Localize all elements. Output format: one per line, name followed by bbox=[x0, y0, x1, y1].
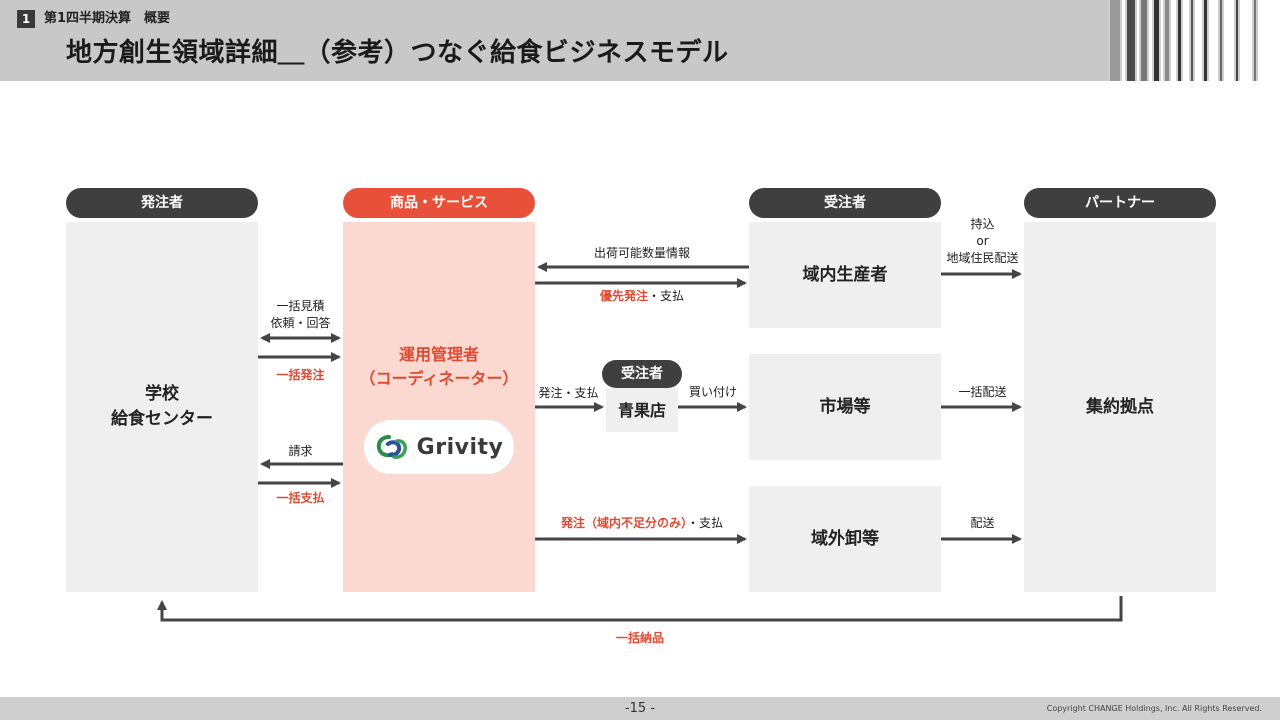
outside-wholesaler-label: 域外卸等 bbox=[811, 528, 879, 549]
product-service-pill: 商品・サービス bbox=[343, 188, 535, 218]
local-producer-box: 域内生産者 bbox=[749, 222, 941, 328]
greengrocer-box: 青果店 bbox=[606, 388, 678, 432]
page-number: -15 - bbox=[624, 701, 656, 716]
grivity-mark-icon bbox=[376, 435, 407, 459]
operations-manager-label: 運用管理者 bbox=[398, 345, 479, 364]
order-payment-label: 発注・支払 bbox=[538, 386, 599, 400]
bring-in-line2: or bbox=[976, 234, 989, 248]
slide-header: 1 第1四半期決算 概要 地方創生領域詳細＿（参考）つなぐ給食ビジネスモデル bbox=[0, 0, 1280, 81]
bring-in-line3: 地域住民配送 bbox=[946, 251, 1019, 265]
bring-in-line1: 持込 bbox=[970, 217, 995, 231]
market-box: 市場等 bbox=[749, 354, 941, 460]
bulk-delivery-label: 一括配送 bbox=[958, 385, 1007, 399]
collection-hub-label: 集約拠点 bbox=[1086, 396, 1154, 417]
bulk-supply-arrow bbox=[157, 596, 1123, 622]
barcode-decoration bbox=[1108, 0, 1280, 81]
page-title: 地方創生領域詳細＿（参考）つなぐ給食ビジネスモデル bbox=[66, 38, 729, 68]
section-number: 1 bbox=[17, 10, 35, 28]
purchase-label: 買い付け bbox=[688, 385, 737, 399]
grivity-logo: Grivity bbox=[364, 420, 514, 474]
collection-hub-box: 集約拠点 bbox=[1024, 222, 1216, 592]
bulk-quote-line1: 一括見積 bbox=[276, 299, 325, 313]
bulk-quote-line2: 依頼・回答 bbox=[270, 316, 331, 330]
bulk-order-label: 一括発注 bbox=[276, 368, 325, 382]
invoice-label: 請求 bbox=[288, 444, 313, 458]
local-producer-label: 域内生産者 bbox=[802, 264, 888, 285]
outside-order-red: 発注（域内不足分のみ） bbox=[560, 516, 687, 530]
bulk-quote-label: 一括見積 依頼・回答 bbox=[258, 298, 343, 332]
orderer-pill: 発注者 bbox=[66, 188, 258, 218]
bulk-supply-label: 一括納品 bbox=[615, 631, 664, 645]
market-label: 市場等 bbox=[819, 396, 871, 417]
bring-in-label: 持込 or 地域住民配送 bbox=[941, 216, 1024, 267]
coordinator-box bbox=[343, 222, 535, 592]
section-label: 第1四半期決算 概要 bbox=[44, 11, 171, 26]
supplier-pill: 受注者 bbox=[749, 188, 941, 218]
greengrocer-label: 青果店 bbox=[617, 400, 666, 420]
outside-wholesaler-box: 域外卸等 bbox=[749, 486, 941, 592]
shipment-info-label: 出荷可能数量情報 bbox=[593, 246, 690, 260]
delivery-label: 配送 bbox=[970, 516, 995, 530]
copyright: Copyright CHANGE Holdings, Inc. All Righ… bbox=[1046, 704, 1262, 713]
lunch-center-label: 給食センター bbox=[111, 409, 213, 429]
partner-pill: パートナー bbox=[1024, 188, 1216, 218]
priority-order-rest: ・支払 bbox=[648, 289, 685, 303]
priority-order-red: 優先発注 bbox=[599, 289, 648, 303]
school-lunch-center-box: 学校 給食センター bbox=[66, 222, 258, 592]
grivity-logo-text: Grivity bbox=[416, 434, 504, 460]
slide-footer: -15 - Copyright CHANGE Holdings, Inc. Al… bbox=[0, 697, 1280, 720]
coordinator-sub-label: （コーディネーター） bbox=[359, 369, 519, 388]
priority-order-label: 優先発注・支払 bbox=[535, 288, 749, 305]
bulk-payment-label: 一括支払 bbox=[276, 491, 325, 505]
school-label: 学校 bbox=[145, 384, 179, 404]
greengrocer-supplier-pill: 受注者 bbox=[602, 360, 682, 388]
coordinator-label: 運用管理者 （コーディネーター） bbox=[343, 343, 535, 391]
outside-order-label: 発注（域内不足分のみ）・支払 bbox=[535, 515, 749, 532]
outside-order-rest: ・支払 bbox=[687, 516, 724, 530]
